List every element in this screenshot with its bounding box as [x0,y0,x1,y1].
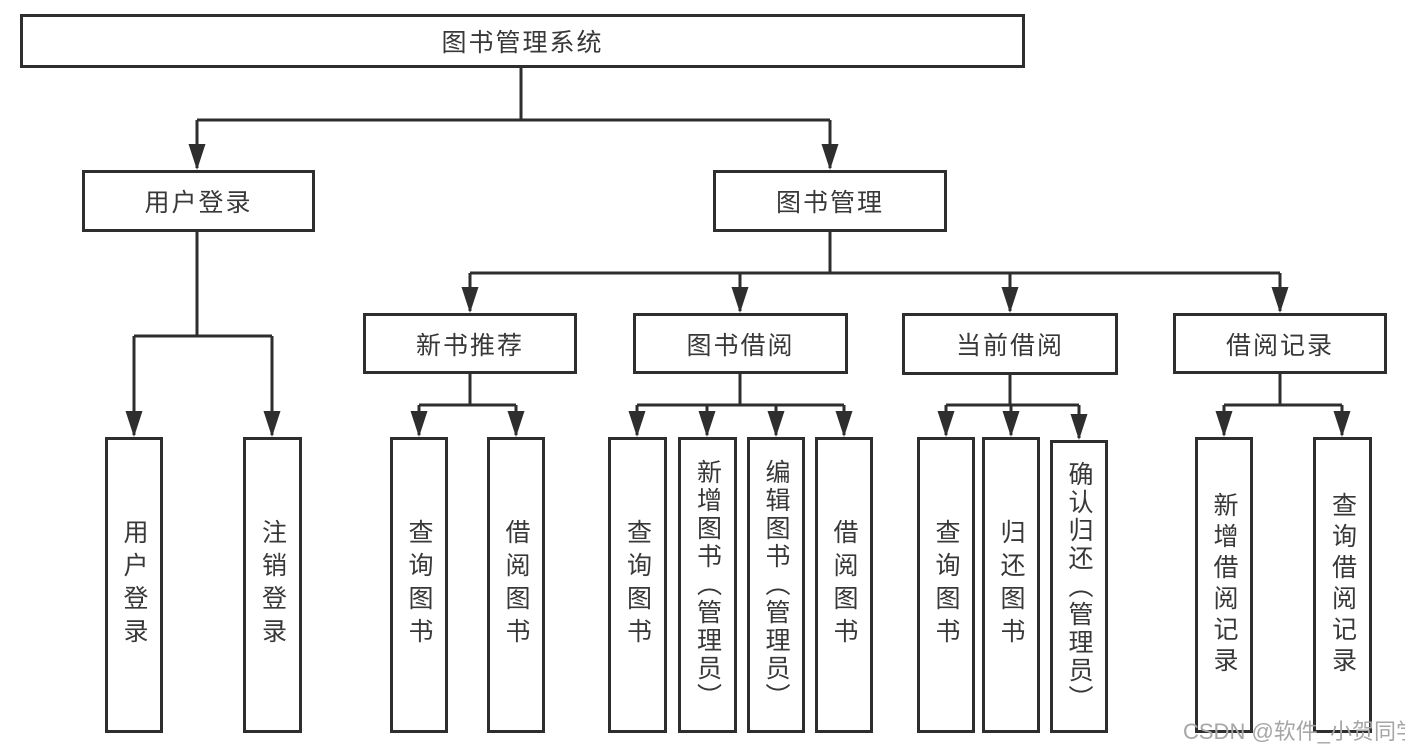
connector-lines [132,68,1344,438]
node-book-borrow: 图书借阅 [633,313,848,374]
leaf-edit-books-admin-label: 编辑图书（管理员） [762,459,790,711]
leaf-query-books-recommend-label: 查询图书 [405,519,433,651]
watermark: CSDN @软件_小贺同学 [1183,719,1405,744]
leaf-borrow-books: 借阅图书 [815,437,873,733]
leaf-logout: 注销登录 [243,437,302,733]
arrowhead-icon [507,411,525,437]
node-library-management-system: 图书管理系统 [20,14,1025,68]
arrowhead-icon [125,411,143,437]
arrowhead-icon [821,144,839,170]
leaf-query-books-current-label: 查询图书 [932,519,960,651]
arrowheads [125,144,1351,440]
leaf-confirm-return-admin: 确认归还（管理员） [1050,440,1108,733]
leaf-user-login-label: 用户登录 [120,519,148,651]
leaf-edit-books-admin: 编辑图书（管理员） [747,437,805,733]
leaf-add-books-admin: 新增图书（管理员） [678,437,737,733]
arrowhead-icon [188,144,206,170]
node-book-management: 图书管理 [713,170,947,232]
leaf-add-borrow-record-label: 新增借阅记录 [1210,492,1238,678]
arrowhead-icon [628,411,646,437]
arrowhead-icon [698,411,716,437]
arrowhead-icon [263,411,281,437]
leaf-add-books-admin-label: 新增图书（管理员） [693,459,722,711]
arrowhead-icon [1333,411,1351,437]
arrowhead-icon [767,411,785,437]
arrowhead-icon [1215,411,1233,437]
leaf-borrow-books-recommend-label: 借阅图书 [502,519,530,651]
node-new-book-recommend: 新书推荐 [363,313,577,374]
leaf-query-books-current: 查询图书 [917,437,975,733]
arrowhead-icon [1070,414,1088,440]
leaf-return-books: 归还图书 [982,437,1040,733]
leaf-query-books-recommend: 查询图书 [390,437,448,733]
arrowhead-icon [731,287,749,313]
node-borrow-record: 借阅记录 [1173,313,1387,374]
leaf-confirm-return-admin-label: 确认归还（管理员） [1065,460,1093,713]
arrowhead-icon [1002,411,1020,437]
leaf-return-books-label: 归还图书 [997,519,1025,651]
node-user-login: 用户登录 [82,170,315,232]
leaf-query-books-borrow-label: 查询图书 [623,519,652,651]
leaf-borrow-books-label: 借阅图书 [830,519,858,651]
leaf-add-borrow-record: 新增借阅记录 [1195,437,1253,733]
arrowhead-icon [937,411,955,437]
leaf-borrow-books-recommend: 借阅图书 [487,437,545,733]
leaf-query-borrow-record-label: 查询借阅记录 [1328,492,1357,678]
arrowhead-icon [1271,287,1289,313]
leaf-query-books-borrow: 查询图书 [608,437,667,733]
arrowhead-icon [410,411,428,437]
arrowhead-icon [461,287,479,313]
arrowhead-icon [1001,287,1019,313]
arrowhead-icon [835,411,853,437]
leaf-logout-label: 注销登录 [258,519,287,651]
leaf-query-borrow-record: 查询借阅记录 [1313,437,1372,733]
node-current-borrow: 当前借阅 [902,313,1118,375]
leaf-user-login: 用户登录 [105,437,163,733]
